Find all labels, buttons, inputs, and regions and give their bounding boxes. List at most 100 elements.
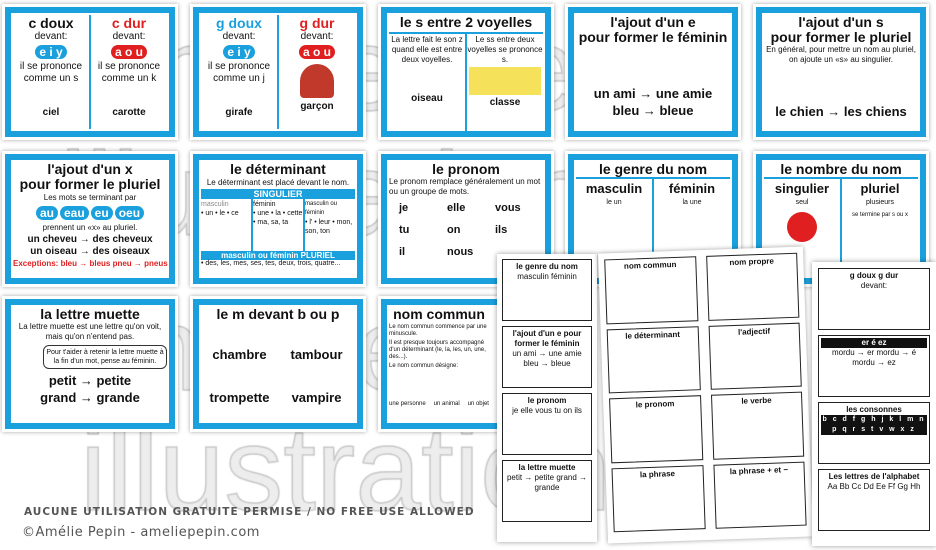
card-determinant[interactable]: le déterminant Le déterminant est placé … <box>190 151 366 287</box>
pronoun: tu <box>399 224 410 236</box>
title: pour former le pluriel <box>19 176 161 192</box>
title: le nombre du nom <box>780 161 902 177</box>
suffix-pill: au <box>35 206 58 220</box>
example: un oiseau → des oiseaux <box>30 246 150 257</box>
bird-illustration <box>389 65 465 93</box>
text: le genre du nom <box>516 262 578 271</box>
pronoun: ils <box>495 224 508 236</box>
pronoun: nous <box>447 246 474 258</box>
text: devant: <box>34 31 68 42</box>
col-header: masculin <box>201 201 229 208</box>
item: une personne <box>389 401 426 407</box>
text: Le pronom remplace généralement un mot o… <box>389 177 541 196</box>
title: le déterminant <box>230 161 326 177</box>
pronoun: je <box>399 202 409 214</box>
mini-card: la phrase <box>611 464 706 533</box>
kids-illustration <box>576 45 730 85</box>
bubble: se termine par s ou x <box>851 212 909 218</box>
pronoun: il <box>399 246 406 258</box>
text: La lettre muette est une lettre qu'on vo… <box>18 322 162 341</box>
col-header: féminin <box>253 201 276 208</box>
text: prennent un «x» au pluriel. <box>42 223 138 232</box>
text: mordu → er mordu → é mordu → ez <box>831 348 917 367</box>
example: un ami → une amie <box>593 86 713 101</box>
text: devant: <box>300 31 334 42</box>
plural-header: masculin ou féminin PLURIEL <box>201 251 355 260</box>
text: le déterminant <box>625 329 681 341</box>
card-s-entre-voyelles[interactable]: le s entre 2 voyelles La lettre fait le … <box>378 4 554 140</box>
text: comme un s <box>23 73 79 84</box>
title: pour former le pluriel <box>770 29 912 45</box>
word: tambour <box>290 347 343 362</box>
usage-notice: AUCUNE UTILISATION GRATUITE PERMISE / NO… <box>24 506 475 518</box>
singular-header: SINGULIER <box>201 189 355 199</box>
mini-card: le déterminant <box>606 325 701 394</box>
suffix-pill: eau <box>59 206 89 220</box>
title: le genre du nom <box>598 161 708 177</box>
card-ajout-e[interactable]: l'ajout d'un e pour former le féminin un… <box>565 4 741 140</box>
title: c dur <box>111 15 147 31</box>
text: il se prononce <box>19 61 83 72</box>
col-title: féminin <box>668 181 716 196</box>
col-header: masculin ou féminin <box>305 201 338 216</box>
exceptions: Exceptions: bleu → bleus pneu → pneus <box>13 259 168 268</box>
pronoun: elle <box>447 202 466 214</box>
text: l'adjectif <box>737 326 771 337</box>
text: le pronom <box>527 396 567 405</box>
mini-card: le verbe <box>710 391 805 460</box>
apple-illustration <box>787 212 817 242</box>
text: un ami → une amie bleu → bleue <box>512 349 582 368</box>
word: vampire <box>291 390 342 405</box>
col-title: singulier <box>774 181 830 196</box>
suffix-pill: eu <box>90 206 113 220</box>
vowels: a o u <box>110 45 147 59</box>
example: petit → petite <box>48 373 132 388</box>
text: g doux g dur <box>849 271 899 280</box>
text: comme un j <box>213 73 265 84</box>
example: le chien → les chiens <box>775 104 907 119</box>
list: • une • la • cette • ma, sa, ta <box>253 210 303 226</box>
title: l'ajout d'un s <box>798 14 884 30</box>
text: la phrase + et − <box>729 464 789 476</box>
item: un objet <box>467 401 489 407</box>
title: l'ajout d'un x <box>47 161 133 177</box>
speech-bubble: Pour t'aider à retenir la lettre muette … <box>43 345 167 369</box>
text: La lettre fait le son z quand elle est e… <box>391 35 463 64</box>
text: devant: <box>112 31 146 42</box>
title: l'ajout d'un e <box>610 14 696 30</box>
word: trompette <box>209 390 270 405</box>
title: le pronom <box>432 161 500 177</box>
card-lettre-muette[interactable]: la lettre muette La lettre muette est un… <box>2 296 178 432</box>
text: er é ez <box>821 338 927 348</box>
card-c-doux-dur[interactable]: c doux devant: e i y il se prononce comm… <box>2 4 178 140</box>
text: l'ajout d'un e pour former le féminin <box>512 329 582 348</box>
vowels: e i y <box>35 45 67 59</box>
text: En général, pour mettre un nom au plurie… <box>766 45 916 64</box>
text: la lettre muette <box>518 463 576 472</box>
text: b c d f g h j k l m n p q r s t v w x z <box>821 415 927 435</box>
text: Il est presque toujours accompagné d'un … <box>389 340 486 360</box>
text: il se prononce <box>207 61 271 72</box>
card-ajout-x[interactable]: l'ajout d'un x pour former le pluriel Le… <box>2 151 178 287</box>
card-g-doux-dur[interactable]: g doux devant: e i y il se prononce comm… <box>190 4 366 140</box>
text: Les mots se terminant par <box>43 193 137 202</box>
suffix-pill: oeu <box>114 206 145 220</box>
list: • un • le • ce <box>201 210 239 217</box>
mini-card: l'adjectif <box>708 322 802 390</box>
text: je elle vous tu on ils <box>512 406 582 415</box>
classroom-illustration <box>469 67 541 95</box>
title: nom commun <box>393 306 485 322</box>
text: Le déterminant est placé devant le nom. <box>206 178 350 187</box>
title: le s entre 2 voyelles <box>399 14 533 30</box>
text: comme un k <box>101 73 157 84</box>
text: nom propre <box>729 256 774 268</box>
text: Les lettres de l'alphabet <box>828 472 920 481</box>
title: g doux <box>216 15 262 31</box>
card-ajout-s[interactable]: l'ajout d'un s pour former le pluriel En… <box>753 4 929 140</box>
